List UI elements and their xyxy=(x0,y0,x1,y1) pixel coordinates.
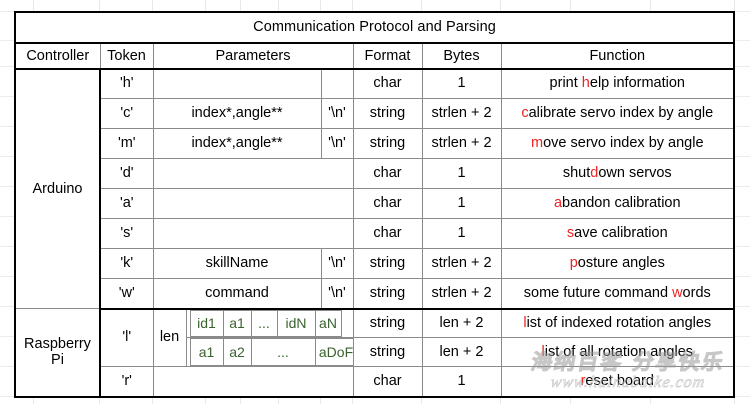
bytes-k: strlen + 2 xyxy=(421,248,502,280)
parameters-s xyxy=(152,218,354,250)
grid-cell-a1b: a1 xyxy=(189,338,224,367)
token-r: 'r' xyxy=(99,366,154,398)
communication-protocol-table: Communication Protocol and Parsing Contr… xyxy=(14,11,736,398)
bytes-r: 1 xyxy=(421,366,502,398)
bytes-h: 1 xyxy=(421,68,502,99)
token-w: 'w' xyxy=(99,278,154,310)
function-h: print help information xyxy=(500,68,735,99)
parameters-c: index*,angle** xyxy=(152,97,322,129)
table-row: 'w' command '\n' string strlen + 2 some … xyxy=(15,278,735,310)
header-token: Token xyxy=(99,42,154,71)
bytes-m: strlen + 2 xyxy=(421,127,502,159)
token-d: 'd' xyxy=(99,157,154,189)
function-d: shutdown servos xyxy=(500,157,735,189)
newline-c: '\n' xyxy=(320,97,354,129)
parameters-grid-bottom: a1 a2 ... aDoF xyxy=(185,337,358,368)
controller-raspberry-pi: Raspberry Pi xyxy=(14,308,101,398)
controller-arduino: Arduino xyxy=(14,68,101,310)
token-s: 's' xyxy=(99,218,154,250)
format-l-indexed: string xyxy=(352,308,423,339)
bytes-c: strlen + 2 xyxy=(421,97,502,129)
indexed-angles-grid: id1 a1 ... idN aN xyxy=(189,309,357,338)
table-row: 'd' char 1 shutdown servos xyxy=(15,157,735,189)
header-format: Format xyxy=(352,42,423,71)
format-c: string xyxy=(352,97,423,129)
function-w: some future command words xyxy=(500,278,735,310)
bytes-s: 1 xyxy=(421,218,502,250)
newline-m: '\n' xyxy=(320,127,354,159)
token-a: 'a' xyxy=(99,187,154,220)
format-r: char xyxy=(352,366,423,398)
grid-cell-a2: a2 xyxy=(222,338,252,367)
format-l-all: string xyxy=(352,337,423,368)
newline-h xyxy=(320,68,354,99)
grid-cell-ellipsis: ... xyxy=(250,309,278,338)
newline-w: '\n' xyxy=(320,278,354,310)
header-function: Function xyxy=(500,42,735,71)
format-h: char xyxy=(352,68,423,99)
grid-cell-a1: a1 xyxy=(222,309,252,338)
parameters-w: command xyxy=(152,278,322,310)
function-a: abandon calibration xyxy=(500,187,735,220)
parameters-len: len xyxy=(152,308,187,368)
table-row: Arduino 'h' char 1 print help informatio… xyxy=(14,68,735,310)
parameters-r xyxy=(152,366,354,398)
format-a: char xyxy=(352,187,423,220)
grid-cell-aN: aN xyxy=(314,309,342,338)
format-s: char xyxy=(352,218,423,250)
parameters-h xyxy=(152,68,322,99)
format-m: string xyxy=(352,127,423,159)
function-l-indexed: list of indexed rotation angles xyxy=(500,308,735,339)
format-w: string xyxy=(352,278,423,310)
token-k: 'k' xyxy=(99,248,154,280)
function-c: calibrate servo index by angle xyxy=(500,97,735,129)
function-r: reset board xyxy=(500,366,735,398)
header-parameters: Parameters xyxy=(152,42,354,71)
token-m: 'm' xyxy=(99,127,154,159)
newline-k: '\n' xyxy=(320,248,354,280)
parameters-a xyxy=(152,187,354,220)
table-row: 's' char 1 save calibration xyxy=(15,218,735,250)
token-l: 'l' xyxy=(99,308,154,368)
parameters-d xyxy=(152,157,354,189)
grid-cell-ellipsis2: ... xyxy=(250,338,316,367)
format-k: string xyxy=(352,248,423,280)
table-row: 'r' char 1 reset board xyxy=(15,366,735,398)
table-row: Raspberry Pi 'l' len id1 a1 ... idN aN s… xyxy=(14,308,735,398)
header-bytes: Bytes xyxy=(421,42,502,71)
function-l-all: list of all rotation angles xyxy=(500,337,735,368)
grid-cell-idN: idN xyxy=(276,309,316,338)
table-title: Communication Protocol and Parsing xyxy=(14,11,735,45)
table-row: 'm' index*,angle** '\n' string strlen + … xyxy=(15,127,735,159)
function-m: move servo index by angle xyxy=(500,127,735,159)
token-c: 'c' xyxy=(99,97,154,129)
bytes-a: 1 xyxy=(421,187,502,220)
protocol-table-container: Communication Protocol and Parsing Contr… xyxy=(14,11,736,398)
header-controller: Controller xyxy=(14,42,101,71)
function-k: posture angles xyxy=(500,248,735,280)
grid-cell-id1: id1 xyxy=(189,309,224,338)
grid-cell-aDoF: aDoF xyxy=(314,338,358,367)
format-d: char xyxy=(352,157,423,189)
function-s: save calibration xyxy=(500,218,735,250)
table-row: 'c' index*,angle** '\n' string strlen + … xyxy=(15,97,735,129)
parameters-k: skillName xyxy=(152,248,322,280)
token-h: 'h' xyxy=(99,68,154,99)
parameters-grid-top: id1 a1 ... idN aN xyxy=(185,308,357,339)
bytes-d: 1 xyxy=(421,157,502,189)
bytes-w: strlen + 2 xyxy=(421,278,502,310)
bytes-l-indexed: len + 2 xyxy=(421,308,502,339)
parameters-m: index*,angle** xyxy=(152,127,322,159)
table-row: 'a' char 1 abandon calibration xyxy=(15,187,735,220)
all-angles-grid: a1 a2 ... aDoF xyxy=(189,338,358,367)
bytes-l-all: len + 2 xyxy=(421,337,502,368)
table-row: 'k' skillName '\n' string strlen + 2 pos… xyxy=(15,248,735,280)
